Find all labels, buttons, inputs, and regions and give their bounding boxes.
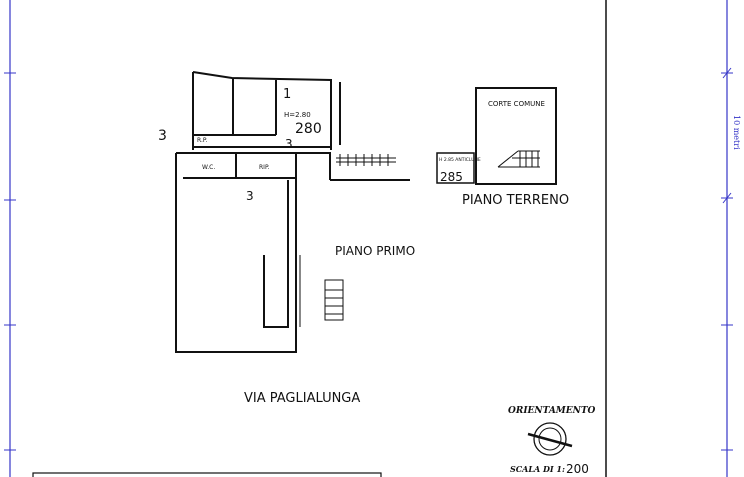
- room-mark: 3: [246, 189, 254, 203]
- ground-floor-plan: [436, 87, 557, 185]
- first-floor-label: PIANO PRIMO: [335, 244, 415, 258]
- scale-value: 200: [566, 462, 589, 476]
- room-number: 1: [283, 87, 291, 102]
- scale-prefix: SCALA DI 1:: [510, 464, 565, 474]
- ceiling-height: H=2.80: [284, 111, 311, 119]
- room-mark: 3: [158, 128, 167, 144]
- title-block-frame: [32, 472, 382, 477]
- first-floor-plan: [175, 71, 410, 353]
- compass-icon: [527, 422, 573, 456]
- floor-level-first: 280: [295, 121, 322, 137]
- ground-floor-label: PIANO TERRENO: [462, 193, 569, 208]
- floor-level-ground: 285: [440, 170, 463, 184]
- street-label: VIA PAGLIALUNGA: [244, 391, 360, 406]
- storage-label: R.P.: [197, 137, 208, 144]
- wc-label: W.C.: [202, 164, 215, 171]
- right-scale-ruler: 10 metri: [721, 0, 741, 477]
- ground-height-note: H 2.85 ANTICLUNE: [439, 157, 481, 163]
- left-ruler: [4, 0, 16, 477]
- scale-ruler-label: 10 metri: [732, 115, 741, 150]
- room-mark: 3: [285, 137, 293, 151]
- storage-label-2: RIP.: [259, 164, 270, 171]
- orientation-label: ORIENTAMENTO: [508, 406, 596, 416]
- courtyard-label: CORTE COMUNE: [488, 100, 545, 108]
